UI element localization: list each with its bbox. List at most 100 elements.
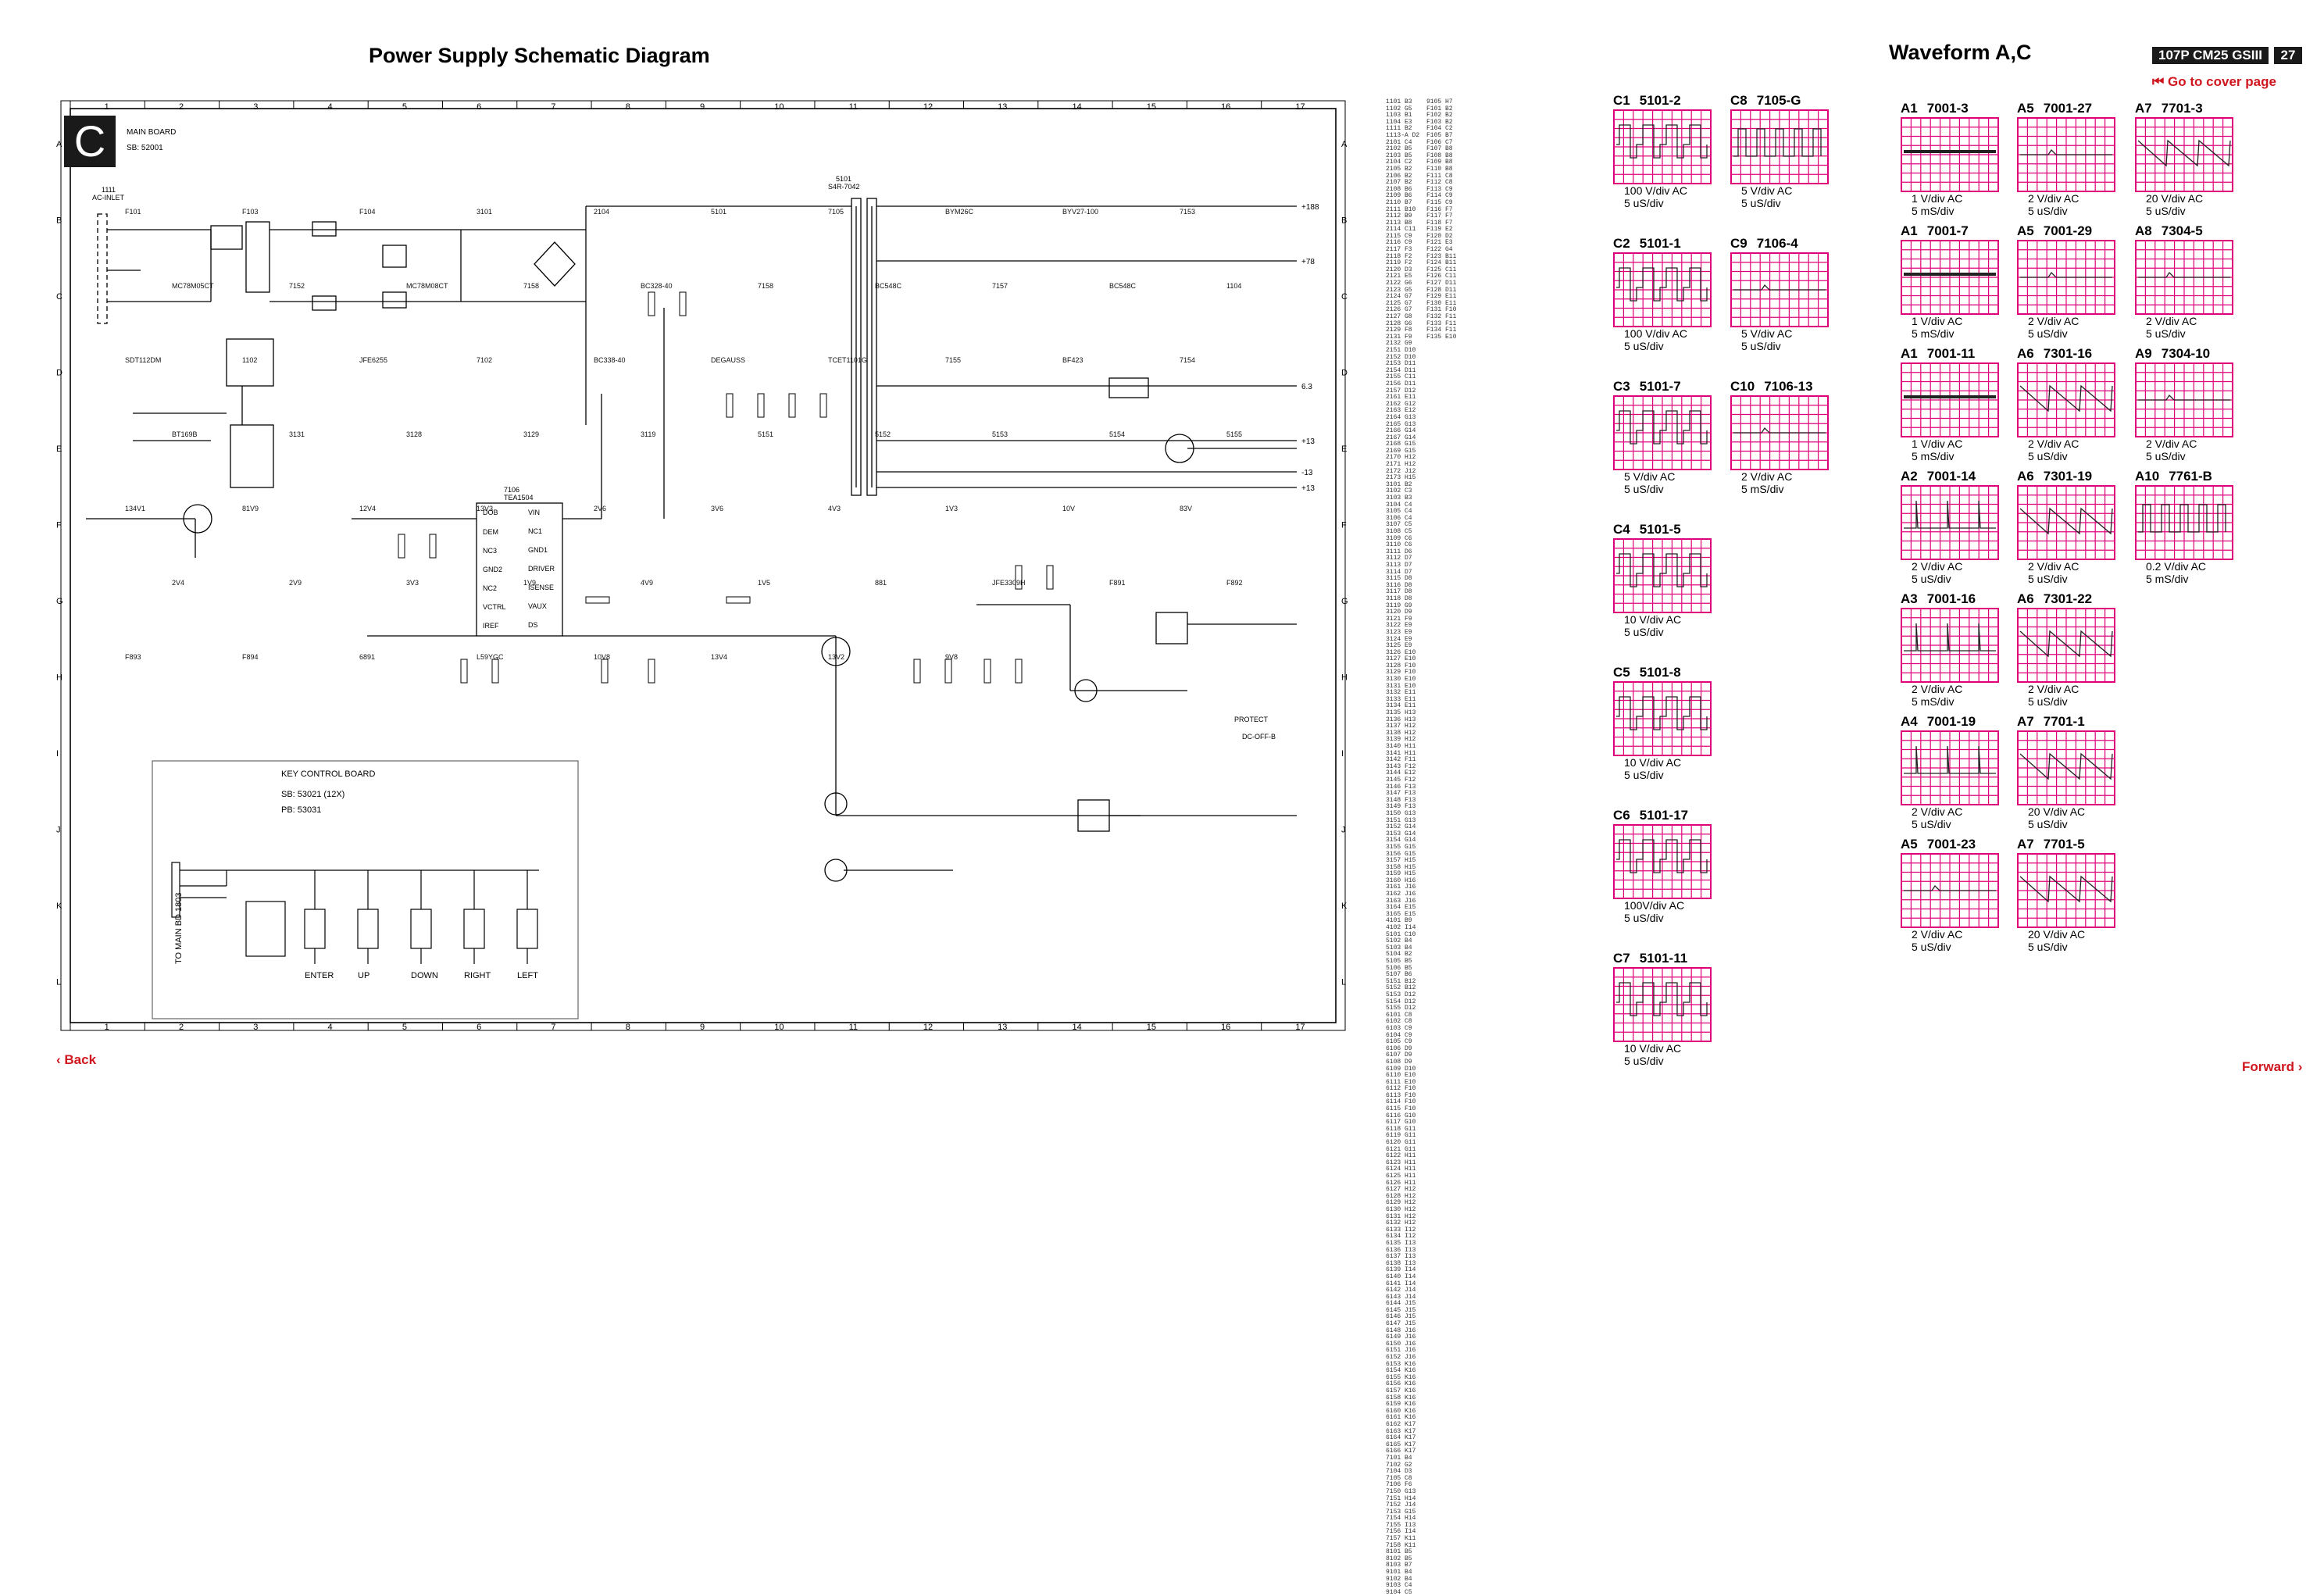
waveform-volts: 100V/div AC: [1624, 899, 1685, 912]
component-label: JFE6255: [359, 356, 387, 364]
row-letter: L: [1341, 977, 1346, 987]
cover-link[interactable]: ⏮︎ Go to cover page: [2152, 74, 2276, 89]
column-number: 9: [700, 1023, 705, 1032]
reference-entry: F108 B8: [1426, 152, 1453, 159]
reference-entry: 2126 G7: [1386, 306, 1412, 314]
output-label: +13: [1301, 437, 1315, 446]
reference-entry: F118 F7: [1426, 219, 1453, 227]
reference-entry: 6108 D9: [1386, 1058, 1412, 1066]
column-number: 11: [849, 1023, 858, 1032]
reference-entry: 6106 D9: [1386, 1044, 1412, 1052]
reference-entry: 2120 D3: [1386, 266, 1412, 273]
reference-entry: 6104 C9: [1386, 1031, 1412, 1039]
component-label: 7105: [828, 208, 844, 216]
page-number: 27: [2274, 47, 2302, 64]
reference-entry: 2105 B2: [1386, 165, 1412, 173]
column-number: 5: [402, 1023, 407, 1032]
reference-entry: 3139 H12: [1386, 736, 1416, 744]
waveform-trace: [2137, 139, 2231, 167]
oscilloscope-grid: [2017, 853, 2115, 928]
forward-link[interactable]: Forward ›: [2242, 1059, 2303, 1074]
oscilloscope-grid: [2017, 117, 2115, 192]
reference-entry: 3151 G13: [1386, 816, 1416, 824]
reference-entry: 3117 D8: [1386, 588, 1412, 596]
column-number: 1: [105, 102, 109, 112]
reference-entry: 3154 G14: [1386, 837, 1416, 844]
reference-entry: 3158 H15: [1386, 863, 1416, 871]
component-label: F893: [125, 653, 141, 661]
reference-entry: 3152 G14: [1386, 823, 1416, 831]
reference-entry: 3105 C4: [1386, 508, 1412, 516]
reference-entry: 3159 H15: [1386, 870, 1416, 878]
reference-entry: 3122 E9: [1386, 622, 1412, 630]
reference-entry: F114 C9: [1426, 192, 1453, 200]
reference-entry: 2155 C11: [1386, 373, 1416, 381]
column-number: 17: [1295, 102, 1305, 112]
reference-entry: 7150 G13: [1386, 1487, 1416, 1495]
reference-entry: 6117 G10: [1386, 1119, 1416, 1126]
key-switch: [463, 909, 485, 949]
reference-entry: 3115 D8: [1386, 575, 1412, 583]
component-label: 5101: [711, 208, 726, 216]
reference-entry: F104 C2: [1426, 125, 1453, 133]
column-number: 16: [1221, 102, 1230, 112]
reference-entry: 2102 B5: [1386, 145, 1412, 153]
reference-entry: 6134 I12: [1386, 1233, 1416, 1241]
column-number: 3: [253, 1023, 258, 1032]
component-label: 3129: [523, 430, 539, 438]
reference-entry: 1113-A D2: [1386, 131, 1420, 139]
reference-entry: F124 B11: [1426, 259, 1457, 267]
skip-back-icon: ⏮︎: [2152, 74, 2165, 89]
reference-entry: 6126 H11: [1386, 1179, 1416, 1187]
oscilloscope-grid: [2017, 730, 2115, 805]
reference-entry: 6109 D10: [1386, 1065, 1416, 1073]
reference-entry: 2110 B7: [1386, 198, 1412, 206]
waveform-trace: [1904, 884, 1996, 891]
component-label: 5153: [992, 430, 1008, 438]
oscilloscope-grid: [1613, 538, 1712, 613]
row-letter: D: [56, 368, 62, 377]
reference-entry: 3101 B2: [1386, 480, 1412, 488]
reference-entry: 2124 G7: [1386, 293, 1412, 301]
component-label: 5154: [1109, 430, 1125, 438]
waveform-trace: [2138, 271, 2230, 278]
oscilloscope-grid: [1730, 252, 1829, 327]
oscilloscope-grid: [2135, 117, 2233, 192]
waveform-trace: [2019, 752, 2113, 780]
component-label: 3128: [406, 430, 422, 438]
waveform-volts: 2 V/div AC: [2028, 315, 2079, 327]
reference-entry: 5107 B6: [1386, 971, 1412, 979]
back-link[interactable]: ‹ Back: [56, 1052, 97, 1067]
waveform-time: 5 uS/div: [2028, 695, 2068, 708]
reference-entry: 9105 H7: [1426, 98, 1453, 105]
component-label: 9V8: [945, 653, 958, 661]
row-letter: G: [56, 597, 63, 606]
reference-entry: 3156 G15: [1386, 850, 1416, 858]
reference-entry: 2123 G5: [1386, 286, 1412, 294]
waveform-volts: 20 V/div AC: [2028, 928, 2086, 941]
waveform-volts: 2 V/div AC: [1912, 928, 1963, 941]
waveform-trace: [1616, 696, 1708, 730]
component-label: 7153: [1180, 208, 1195, 216]
row-letter: F: [56, 520, 62, 530]
column-number: 9: [700, 102, 705, 112]
column-number: 10: [774, 102, 784, 112]
component-label: 5155: [1226, 430, 1242, 438]
column-number: 6: [477, 102, 481, 112]
column-number: 8: [626, 102, 630, 112]
waveform-time: 5 uS/div: [2028, 205, 2068, 217]
key-switch: [304, 909, 326, 949]
component-label: 13V3: [477, 505, 493, 512]
oscilloscope-grid: [1901, 730, 1999, 805]
reference-entry: 6133 I12: [1386, 1226, 1416, 1234]
reference-entry: 7153 G15: [1386, 1508, 1416, 1516]
reference-entry: 2127 G8: [1386, 313, 1412, 320]
reference-entry: 3129 F10: [1386, 669, 1416, 677]
waveform-trace: [1904, 745, 1996, 774]
waveform-trace: [2020, 271, 2112, 278]
